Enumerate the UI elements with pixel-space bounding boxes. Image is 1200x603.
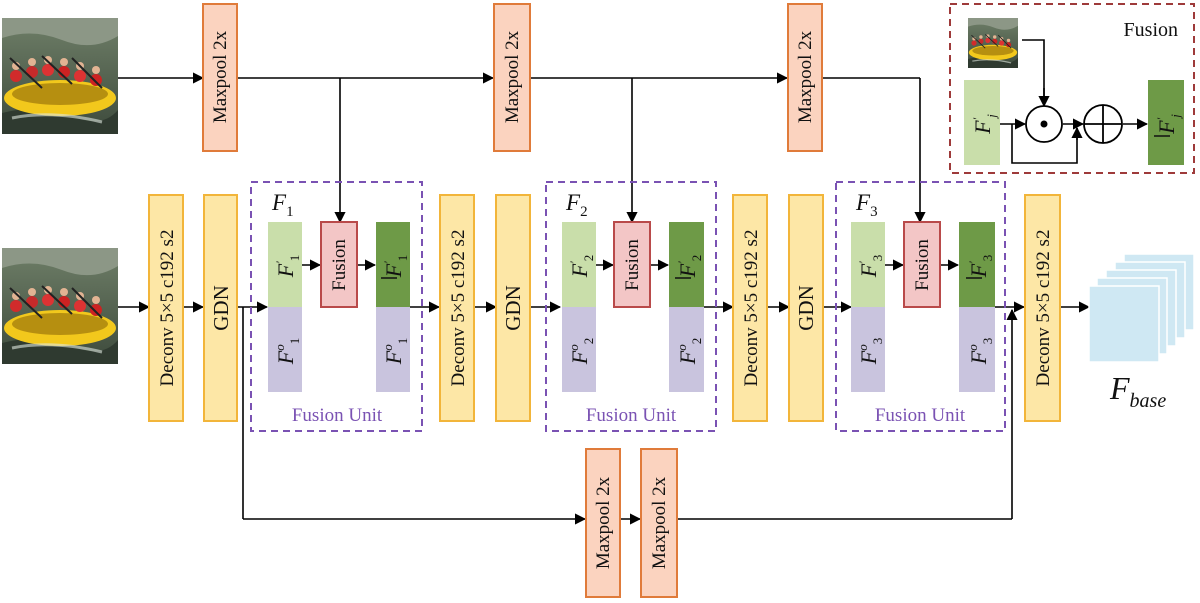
- input-image-top: [2, 18, 118, 134]
- feature-bar-prime: [376, 222, 410, 307]
- deconv-label: Deconv 5×5 c192 s2: [1033, 230, 1054, 387]
- fusion-unit-caption: Fusion Unit: [586, 405, 677, 426]
- gdn-label: GDN: [209, 285, 233, 331]
- fusion-unit-caption: Fusion Unit: [292, 405, 383, 426]
- fusion-unit-border: [835, 181, 1006, 432]
- maxpool-bottom-1: Maxpool 2x: [585, 448, 621, 598]
- gdn-block: [788, 194, 824, 422]
- deconv-block: [732, 194, 768, 422]
- fusion-block-label: Fusion: [329, 239, 350, 291]
- fusion-block: [320, 221, 358, 308]
- feature-prime: [562, 222, 596, 307]
- feature-prime: [851, 222, 885, 307]
- legend-feature-bar-prime: [1148, 80, 1184, 165]
- maxpool-label: Maxpool 2x: [210, 30, 231, 123]
- deconv-block: [439, 194, 475, 422]
- deconv-block-3: Deconv 5×5 c192 s2: [732, 194, 768, 422]
- svg-text:Fo2: Fo2: [566, 338, 596, 365]
- legend-image-icon: [967, 18, 1019, 68]
- svg-text:Fo2: Fo2: [674, 338, 704, 365]
- unit-feature-label: F2: [565, 190, 588, 220]
- maxpool-block: [585, 448, 621, 598]
- gdn-block-1: GDN: [203, 194, 238, 422]
- feature-o: [851, 307, 885, 392]
- maxpool-top-1: Maxpool 2x: [202, 3, 238, 152]
- feature-o-out: [959, 307, 995, 392]
- feature-bar-prime: [669, 222, 704, 307]
- deconv-block-1: Deconv 5×5 c192 s2: [148, 194, 184, 422]
- fusion-block-label: Fusion: [622, 239, 643, 291]
- deconv-block-2: Deconv 5×5 c192 s2: [439, 194, 475, 422]
- fusion-unit-2: F2 Fusion F′2 Fo2 F′2 Fo2 Fusion Unit: [545, 181, 717, 432]
- fusion-unit-caption: Fusion Unit: [875, 405, 966, 426]
- deconv-label: Deconv 5×5 c192 s2: [448, 230, 469, 387]
- feature-bar-prime: [959, 222, 995, 307]
- fbase-stack: Fbase: [1088, 253, 1195, 412]
- deconv-block: [1024, 194, 1061, 422]
- fusion-legend-title: Fusion: [1124, 19, 1178, 41]
- gdn-block: [203, 194, 238, 422]
- maxpool-bottom-2: Maxpool 2x: [640, 448, 678, 598]
- fusion-unit-border: [250, 181, 423, 432]
- deconv-block-4: Deconv 5×5 c192 s2: [1024, 194, 1061, 422]
- legend-connections: [1000, 39, 1149, 164]
- gdn-block-3: GDN: [788, 194, 824, 422]
- feature-o: [268, 307, 302, 392]
- circled-dot-icon: [1025, 105, 1063, 143]
- maxpool-block: [640, 448, 678, 598]
- maxpool-block: [202, 3, 238, 152]
- gdn-block-2: GDN: [495, 194, 531, 422]
- fbase-layer: [1088, 285, 1160, 363]
- feature-o-out: [669, 307, 704, 392]
- maxpool-label: Maxpool 2x: [593, 476, 614, 569]
- input-image-left: [2, 248, 118, 364]
- maxpool-block: [493, 3, 531, 152]
- gdn-block: [495, 194, 531, 422]
- fusion-unit-border: [545, 181, 717, 432]
- maxpool-top-2: Maxpool 2x: [493, 3, 531, 152]
- maxpool-block: [787, 3, 823, 152]
- label-f-o: Fo2: [566, 338, 596, 365]
- gdn-label: GDN: [794, 285, 818, 331]
- maxpool-label: Maxpool 2x: [795, 30, 816, 123]
- legend-feature-prime: [964, 80, 1000, 165]
- maxpool-top-3: Maxpool 2x: [787, 3, 823, 152]
- fusion-block-label: Fusion: [912, 239, 933, 291]
- fusion-legend: Fusion F′j F′j: [949, 3, 1195, 174]
- fusion-block: [903, 221, 941, 308]
- circled-plus-icon: [1083, 104, 1123, 144]
- feature-o: [562, 307, 596, 392]
- unit-feature-label: F3: [855, 190, 878, 220]
- fusion-unit-1: F1 Fusion F′1 Fo1 F′1 Fo1 Fusion Unit: [250, 181, 423, 432]
- deconv-block: [148, 194, 184, 422]
- deconv-label: Deconv 5×5 c192 s2: [157, 230, 178, 387]
- feature-prime: [268, 222, 302, 307]
- maxpool-label: Maxpool 2x: [649, 476, 670, 569]
- gdn-label: GDN: [501, 285, 525, 331]
- deconv-label: Deconv 5×5 c192 s2: [741, 230, 762, 387]
- unit-feature-label: F1: [271, 190, 294, 220]
- maxpool-label: Maxpool 2x: [502, 30, 523, 123]
- fbase-label: Fbase: [1109, 370, 1166, 412]
- label-f-o-out: Fo2: [674, 338, 704, 365]
- feature-o-out: [376, 307, 410, 392]
- fusion-block: [613, 221, 651, 308]
